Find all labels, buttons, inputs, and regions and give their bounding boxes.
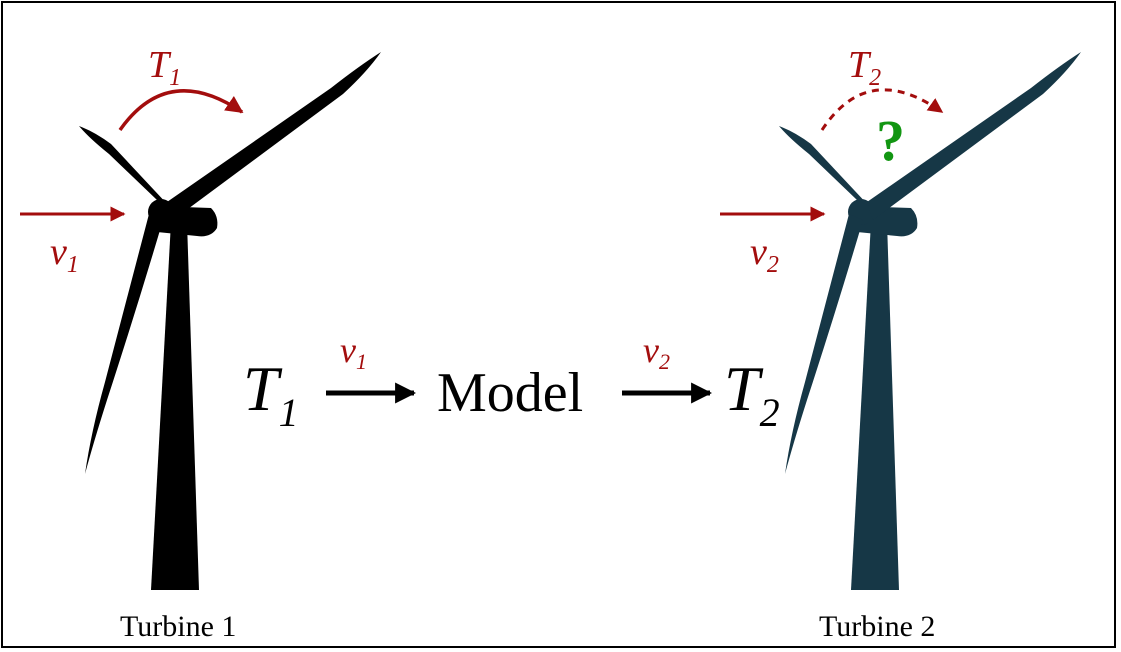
turbine-2-caption: Turbine 2 [819,610,935,643]
turbine-1-caption: Turbine 1 [120,610,236,643]
turbine-1-silhouette [79,52,381,590]
turbine-2-torque-label: T2 [848,44,881,91]
model-input-arrow-label: v1 [340,330,367,374]
model-output-torque: T2 [724,353,780,435]
turbine-1-torque-label: T1 [148,44,181,91]
model-output-arrow-label: v2 [643,330,670,374]
unknown-question-mark: ? [876,108,905,173]
turbine-2-wind-label: v2 [750,231,779,278]
turbine-1-wind-label: v1 [50,231,79,278]
turbine-2-silhouette [779,52,1081,590]
model-input-torque: T1 [243,353,299,435]
turbine-2-torque-arrow [820,88,944,131]
model-label: Model [437,362,583,424]
turbine-1-torque-arrow [118,89,244,132]
